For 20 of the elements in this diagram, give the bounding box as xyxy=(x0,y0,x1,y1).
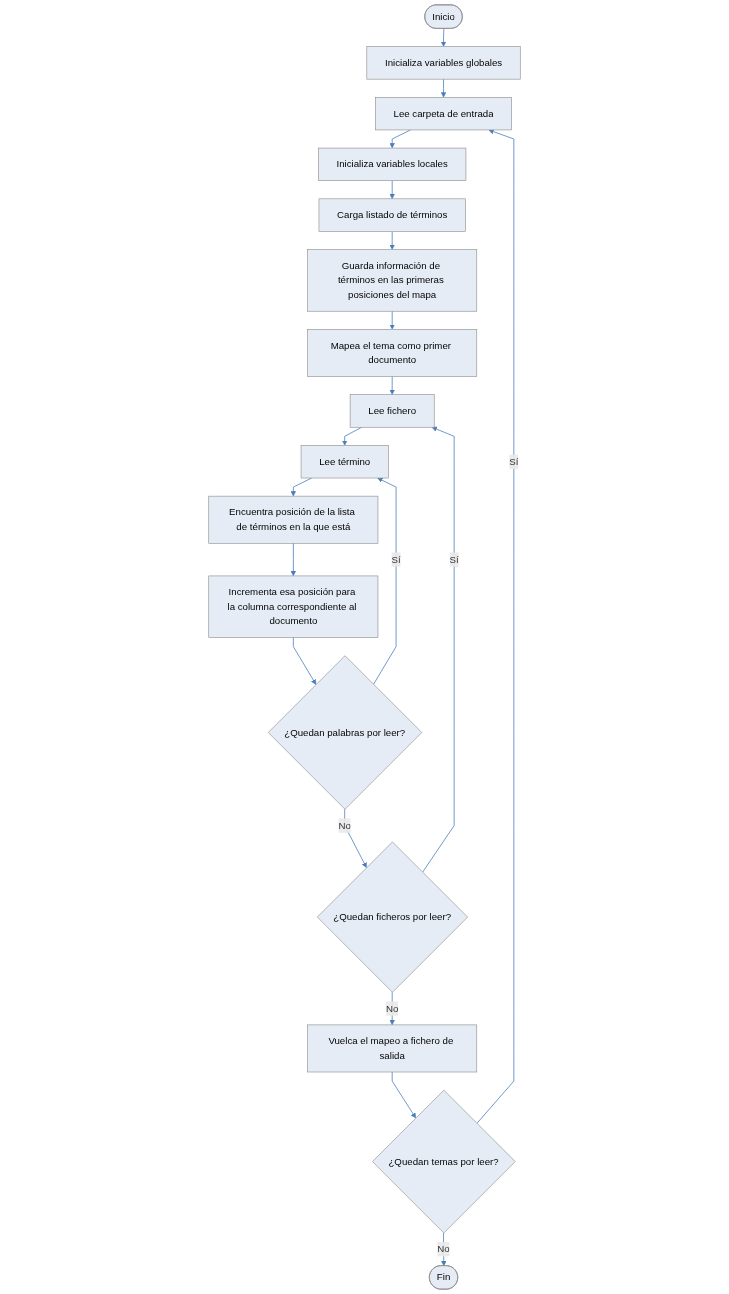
edge-label: No xyxy=(338,820,351,831)
node-box: Incrementa esa posición para la columna correspondiente al documento xyxy=(208,575,379,638)
node-box: Inicializa variables locales xyxy=(318,147,467,181)
node-box: Encuentra posición de la lista de términos en la que está xyxy=(208,495,379,544)
node-diamond: ¿Quedan palabras por leer? xyxy=(267,655,423,810)
node-diamond: ¿Quedan temas por leer? xyxy=(372,1089,516,1234)
edge-label: Sí xyxy=(449,554,459,565)
node-box: Carga listado de términos xyxy=(318,198,466,232)
node-box: Lee carpeta de entrada xyxy=(375,97,512,131)
edge-label: Sí xyxy=(391,554,401,565)
node-box: Guarda información de términos en las primeras posiciones del mapa xyxy=(307,249,478,312)
node-box: Mapea el tema como primer documento xyxy=(307,329,478,377)
edge-label: No xyxy=(385,1003,399,1014)
node-diamond: ¿Quedan ficheros por leer? xyxy=(317,841,468,993)
node-box: Vuelca el mapeo a fichero de salida xyxy=(307,1024,478,1073)
node-box: Lee fichero xyxy=(349,394,435,428)
node-box: Inicializa variables globales xyxy=(366,46,521,80)
edge-label: No xyxy=(437,1243,450,1255)
edge-label: Sí xyxy=(509,456,519,467)
node-box: Lee término xyxy=(300,445,389,479)
